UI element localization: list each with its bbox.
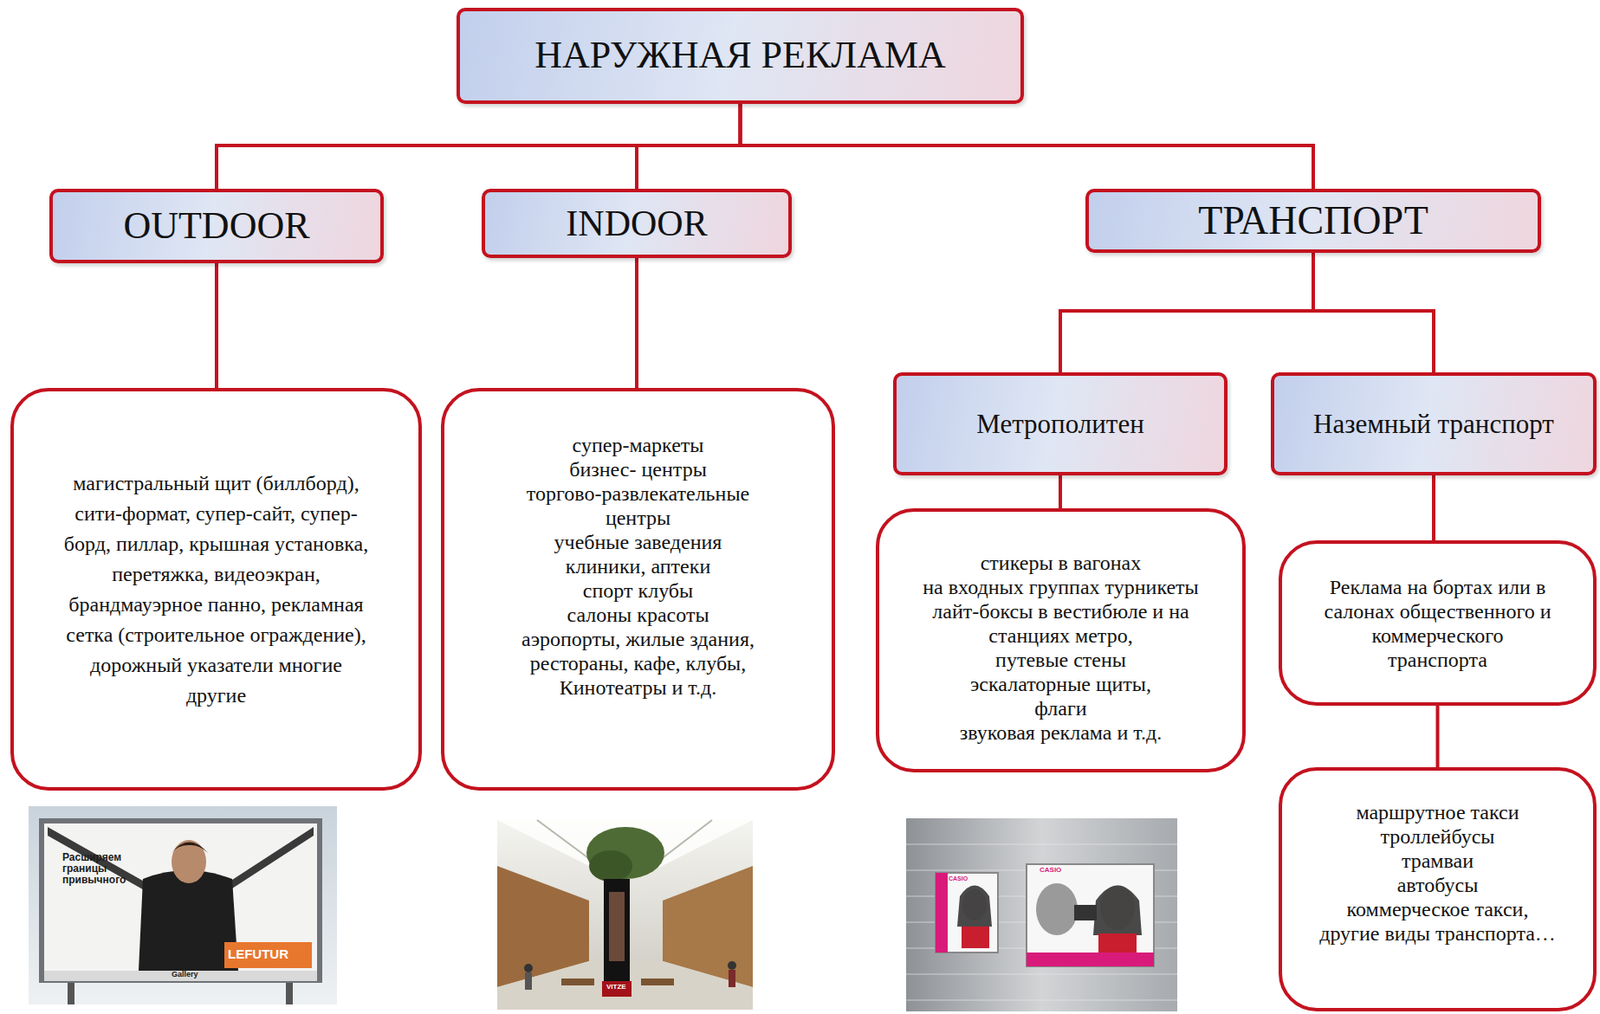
- billboard-photo: [28, 806, 337, 1005]
- tree-connector: [1313, 252, 1434, 373]
- list-text: коммерческое такси,: [1347, 897, 1529, 922]
- subcategory-box: Наземный транспорт: [1270, 372, 1597, 476]
- tree-connector: [636, 103, 741, 189]
- box-heading: НАРУЖНАЯ РЕКЛАМА: [534, 33, 946, 78]
- list-text: трамваи: [1401, 848, 1474, 874]
- box-heading: INDOOR: [565, 202, 707, 245]
- tree-connector: [634, 258, 639, 389]
- list-text: другие виды транспорта…: [1319, 921, 1556, 946]
- billboard-brand: LEFUTUR: [227, 947, 289, 963]
- list-text: салоны красоты: [566, 602, 709, 628]
- list-box: стикеры в вагонахна входных группах турн…: [875, 508, 1246, 773]
- tree-connector: [1058, 475, 1063, 509]
- poster-brand: CASIO: [948, 875, 968, 883]
- kiosk-brand: VITZE: [606, 984, 627, 992]
- category-box: INDOOR: [481, 188, 792, 259]
- list-text: лайт-боксы в вестибюле и на станциях мет…: [913, 599, 1209, 648]
- list-text: учебные заведения: [554, 530, 723, 555]
- list-box: супер-маркетыбизнес- центрыторгово-развл…: [440, 388, 836, 791]
- list-box: Реклама на бортах или в салонах обществе…: [1278, 540, 1597, 707]
- list-text: спорт клубы: [582, 578, 694, 603]
- box-heading: ТРАНСПОРТ: [1198, 198, 1429, 245]
- tree-connector: [1436, 706, 1440, 768]
- tree-connector: [740, 103, 1315, 189]
- billboard-sign: Gallery: [171, 971, 199, 980]
- list-text: звуковая реклама и т.д.: [959, 720, 1163, 745]
- box-heading: OUTDOOR: [123, 204, 310, 249]
- list-text: Реклама на бортах или в салонах обществе…: [1321, 575, 1555, 673]
- category-box: OUTDOOR: [49, 188, 384, 264]
- list-text: аэропорты, жилые здания,: [521, 627, 755, 652]
- list-text: эскалаторные щиты,: [970, 672, 1152, 697]
- list-text: клиники, аптеки: [565, 554, 712, 579]
- list-text: путевые стены: [995, 647, 1127, 673]
- tree-connector: [1431, 475, 1436, 541]
- metro-photo: [906, 818, 1178, 1012]
- list-box: магистральный щит (биллборд), сити-форма…: [10, 388, 422, 791]
- list-text: троллейбусы: [1380, 824, 1496, 849]
- subcategory-box: Метрополитен: [893, 372, 1228, 476]
- box-heading: Метрополитен: [976, 408, 1144, 441]
- poster-brand: CASIO: [1039, 867, 1062, 875]
- list-text: Кинотеатры и т.д.: [559, 675, 718, 700]
- list-text: на входных группах турникеты: [922, 575, 1199, 600]
- list-text: бизнес- центры: [569, 457, 707, 482]
- list-box: маршрутное такситроллейбусытрамваиавтобу…: [1278, 767, 1597, 1012]
- category-box: ТРАНСПОРТ: [1085, 188, 1542, 253]
- mall-photo: [497, 820, 753, 1011]
- tree-connector: [214, 263, 219, 389]
- tree-connector: [1060, 252, 1314, 373]
- list-text: автобусы: [1397, 873, 1479, 898]
- root-heading-box: НАРУЖНАЯ РЕКЛАМА: [456, 7, 1024, 104]
- list-text: стикеры в вагонах: [980, 550, 1142, 576]
- tree-connector: [216, 103, 741, 189]
- list-text: флаги: [1034, 696, 1087, 721]
- list-text: магистральный щит (биллборд), сити-форма…: [58, 468, 375, 712]
- list-text: торгово-развлекательные центры: [495, 481, 782, 531]
- billboard-text: Расширяем границы привычного: [62, 852, 141, 888]
- list-text: маршрутное такси: [1355, 800, 1519, 825]
- list-text: супер-маркеты: [572, 433, 705, 458]
- list-text: рестораны, кафе, клубы,: [530, 651, 747, 676]
- box-heading: Наземный транспорт: [1313, 408, 1555, 441]
